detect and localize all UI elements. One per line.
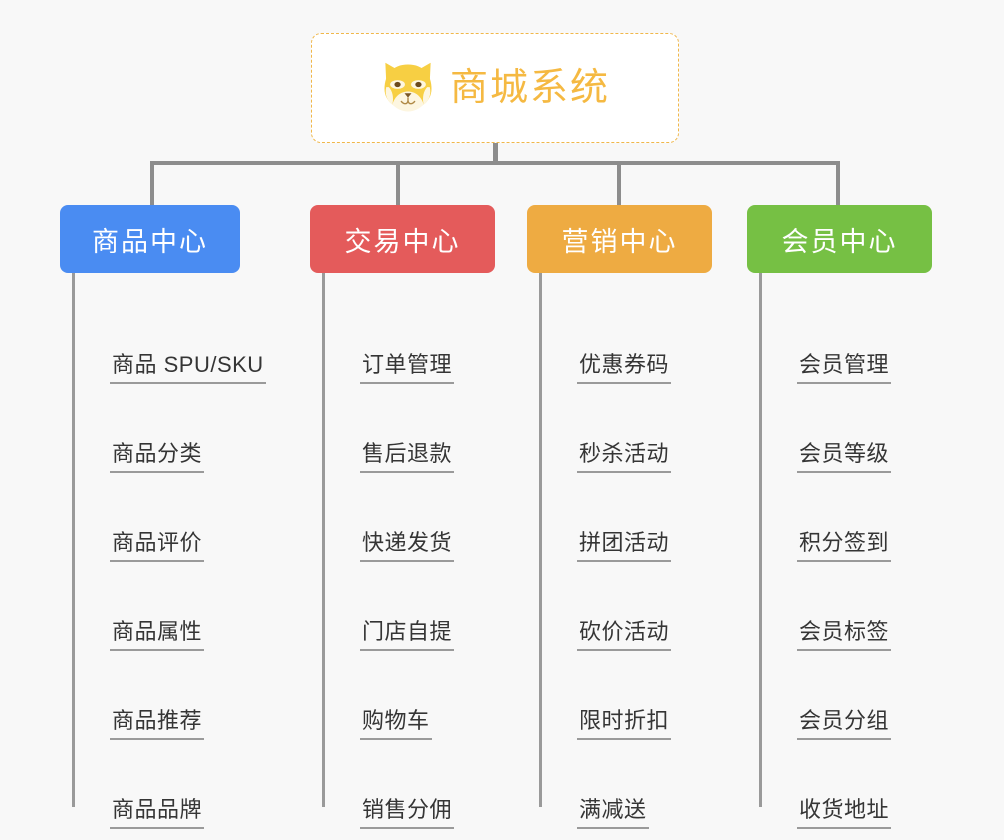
leaf-label: 售后退款: [360, 442, 455, 473]
leaf-item[interactable]: 商品分类: [72, 384, 266, 473]
leaf-spine: [322, 273, 325, 807]
leaf-item[interactable]: 购物车: [322, 651, 495, 740]
leaf-item[interactable]: 优惠券码: [539, 295, 712, 384]
leaf-item[interactable]: 砍价活动: [539, 562, 712, 651]
branch-column-product: 商品中心 商品 SPU/SKU 商品分类 商品评价 商品属性 商品推荐 商品品牌: [60, 205, 266, 829]
leaf-label: 商品分类: [110, 442, 205, 473]
branch-header-label: 商品中心: [92, 226, 208, 257]
leaf-label: 商品 SPU/SKU: [110, 353, 266, 384]
leaf-label: 优惠券码: [577, 353, 672, 384]
leaf-item[interactable]: 商品评价: [72, 473, 266, 562]
leaf-label: 商品品牌: [110, 798, 205, 829]
leaf-list-product: 商品 SPU/SKU 商品分类 商品评价 商品属性 商品推荐 商品品牌: [72, 273, 266, 829]
leaf-item[interactable]: 商品 SPU/SKU: [72, 295, 266, 384]
connector-drop-1: [396, 161, 400, 207]
leaf-spine: [759, 273, 762, 807]
leaf-label: 会员管理: [797, 353, 892, 384]
connector-drop-3: [836, 161, 840, 207]
leaf-label: 积分签到: [797, 531, 892, 562]
leaf-item[interactable]: 会员管理: [759, 295, 932, 384]
branch-header-label: 会员中心: [781, 226, 898, 257]
leaf-label: 会员分组: [797, 709, 892, 740]
leaf-item[interactable]: 商品品牌: [72, 740, 266, 829]
leaf-label: 秒杀活动: [577, 442, 672, 473]
leaf-label: 商品评价: [110, 531, 205, 562]
leaf-item[interactable]: 商品推荐: [72, 651, 266, 740]
branch-header-marketing[interactable]: 营销中心: [527, 205, 712, 273]
leaf-label: 销售分佣: [360, 798, 455, 829]
leaf-item[interactable]: 订单管理: [322, 295, 495, 384]
leaf-item[interactable]: 销售分佣: [322, 740, 495, 829]
connector-drop-0: [150, 161, 154, 207]
leaf-item[interactable]: 会员分组: [759, 651, 932, 740]
leaf-spine: [72, 273, 75, 807]
leaf-list-member: 会员管理 会员等级 积分签到 会员标签 会员分组 收货地址: [759, 273, 932, 829]
leaf-list-trade: 订单管理 售后退款 快递发货 门店自提 购物车 销售分佣: [322, 273, 495, 829]
leaf-item[interactable]: 门店自提: [322, 562, 495, 651]
leaf-label: 会员标签: [797, 620, 892, 651]
leaf-label: 商品属性: [110, 620, 205, 651]
leaf-label: 限时折扣: [577, 709, 672, 740]
branch-header-trade[interactable]: 交易中心: [310, 205, 495, 273]
leaf-spine: [539, 273, 542, 807]
leaf-label: 拼团活动: [577, 531, 672, 562]
leaf-item[interactable]: 拼团活动: [539, 473, 712, 562]
leaf-item[interactable]: 满减送: [539, 740, 712, 829]
branch-column-member: 会员中心 会员管理 会员等级 积分签到 会员标签 会员分组 收货地址: [747, 205, 932, 829]
leaf-item[interactable]: 会员等级: [759, 384, 932, 473]
branch-column-trade: 交易中心 订单管理 售后退款 快递发货 门店自提 购物车 销售分佣: [310, 205, 495, 829]
leaf-item[interactable]: 收货地址: [759, 740, 932, 829]
leaf-item[interactable]: 秒杀活动: [539, 384, 712, 473]
root-node[interactable]: 商城系统: [311, 33, 679, 143]
leaf-item[interactable]: 快递发货: [322, 473, 495, 562]
leaf-label: 收货地址: [797, 798, 892, 829]
connector-drop-2: [617, 161, 621, 207]
leaf-item[interactable]: 商品属性: [72, 562, 266, 651]
branch-header-member[interactable]: 会员中心: [747, 205, 932, 273]
connector-root-stem: [493, 143, 498, 164]
branch-column-marketing: 营销中心 优惠券码 秒杀活动 拼团活动 砍价活动 限时折扣 满减送: [527, 205, 712, 829]
leaf-label: 会员等级: [797, 442, 892, 473]
leaf-label: 订单管理: [360, 353, 455, 384]
branch-header-label: 交易中心: [344, 226, 461, 257]
root-title: 商城系统: [449, 67, 610, 109]
connector-horizontal-bus: [150, 161, 840, 165]
leaf-item[interactable]: 售后退款: [322, 384, 495, 473]
leaf-item[interactable]: 限时折扣: [539, 651, 712, 740]
leaf-label: 砍价活动: [577, 620, 672, 651]
leaf-label: 商品推荐: [110, 709, 205, 740]
branch-header-product[interactable]: 商品中心: [60, 205, 240, 273]
leaf-label: 购物车: [360, 709, 432, 740]
branch-header-label: 营销中心: [561, 226, 678, 257]
leaf-list-marketing: 优惠券码 秒杀活动 拼团活动 砍价活动 限时折扣 满减送: [539, 273, 712, 829]
leaf-label: 快递发货: [360, 531, 455, 562]
leaf-label: 满减送: [577, 798, 649, 829]
leaf-item[interactable]: 积分签到: [759, 473, 932, 562]
leaf-item[interactable]: 会员标签: [759, 562, 932, 651]
shiba-dog-icon: [384, 62, 432, 112]
leaf-label: 门店自提: [360, 620, 455, 651]
